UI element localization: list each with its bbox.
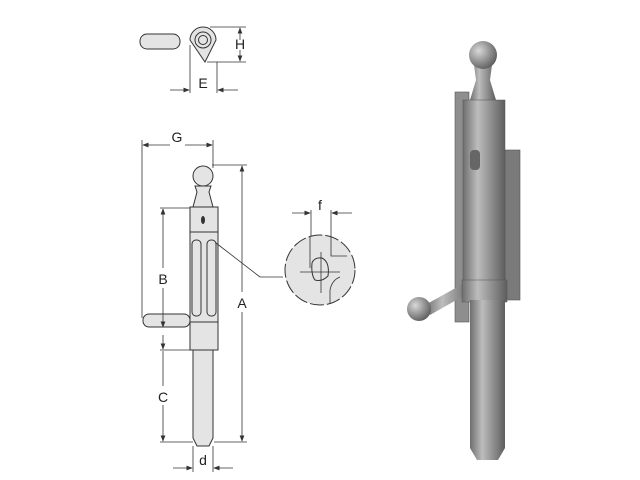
dim-label-f: f: [318, 197, 322, 213]
ring-inner: [198, 35, 208, 45]
dim-label-b: B: [158, 271, 167, 287]
handle-front: [142, 313, 191, 328]
top-view: H E: [139, 26, 246, 93]
handle-top: [139, 33, 181, 50]
dim-label-h: H: [235, 36, 245, 52]
front-view: G A B C d: [141, 129, 283, 472]
dim-label-c: C: [158, 389, 168, 405]
dim-label-e: E: [198, 75, 207, 91]
bolt-3d-render: [407, 41, 521, 460]
dim-label-d: d: [199, 452, 207, 468]
detail-view: f: [284, 197, 356, 306]
pin: [192, 349, 214, 447]
dim-label-g: G: [172, 129, 183, 145]
dim-label-a: A: [237, 295, 247, 311]
